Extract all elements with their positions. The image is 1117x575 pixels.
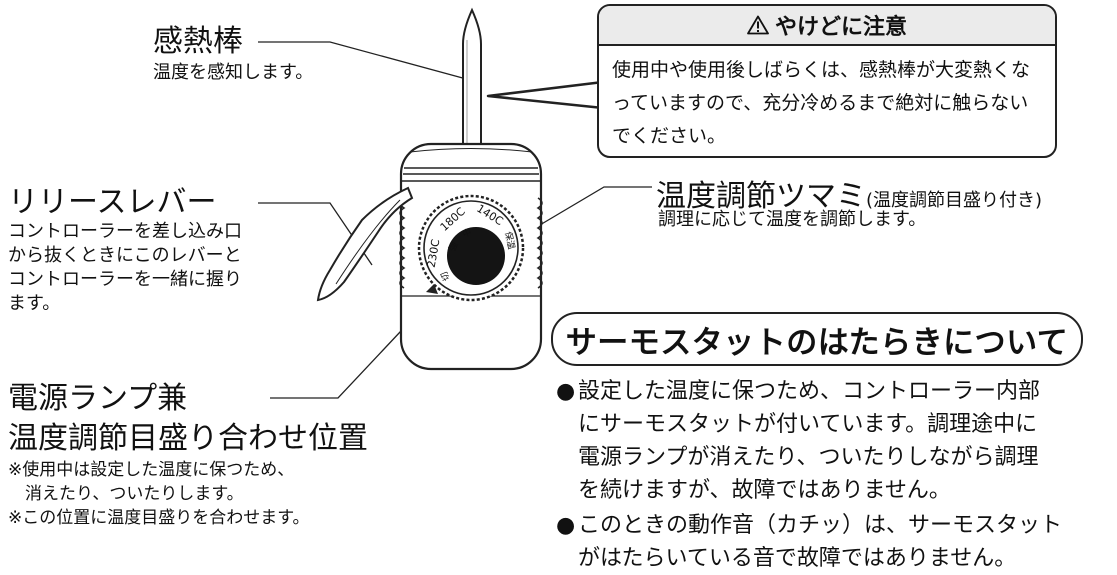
bullet-line: このときの動作音（カチッ）は、サーモスタット [578, 513, 1063, 538]
temp-knob-heading: 温度調節ツマミ(温度調節目盛り付き) [656, 171, 1042, 215]
leader-line-sensor [258, 41, 471, 81]
temp-knob-subtitle: (温度調節目盛り付き) [866, 190, 1043, 211]
power-lamp-note: ※使用中は設定した温度に保つため、 [8, 460, 295, 480]
release-lever [316, 186, 414, 302]
release-lever-desc-line: から抜くときにこのレバーと [8, 245, 242, 266]
warning-tail [486, 80, 604, 110]
power-lamp-indicator [426, 284, 438, 294]
power-lamp-title: 電源ランプ兼 [8, 381, 188, 416]
temp-knob-title: 温度調節ツマミ [656, 179, 866, 214]
warning-header: やけどに注意 [599, 6, 1055, 46]
controller-diagram: 140C 180C 230C 保温 中 強 切 [258, 7, 652, 399]
temp-knob-desc: 調理に応じて温度を調節します。 [658, 209, 927, 230]
release-lever-desc-line: コントローラーを差し込み口 [8, 221, 242, 242]
power-lamp-notes: ※使用中は設定した温度に保つため、 消えたり、ついたりします。 ※この位置に温度… [8, 458, 310, 530]
release-lever-desc-line: コントローラーを一緒に握り [8, 269, 242, 290]
warning-triangle-icon [747, 15, 769, 35]
power-lamp-note: 消えたり、ついたりします。 [8, 484, 244, 504]
dial-label-keep-warm: 保温 [502, 230, 517, 250]
power-lamp-note: ※この位置に温度目盛りを合わせます。 [8, 508, 310, 528]
bullet-mark: ● [556, 513, 576, 538]
bullet-mark: ● [556, 379, 576, 404]
bullet-line: 設定した温度に保つため、コントローラー内部 [578, 379, 1041, 404]
bullet-line: 電源ランプが消えたり、ついたりしながら調理 [578, 445, 1039, 470]
release-lever-desc-line: ます。 [8, 293, 61, 314]
warning-title: やけどに注意 [774, 15, 907, 40]
leader-line-temp-knob [517, 186, 652, 239]
thermostat-bullet-1: ●設定した温度に保つため、コントローラー内部 にサーモスタットが付いています。調… [556, 375, 1040, 507]
bullet-line: がはたらいている音で故障ではありません。 [578, 546, 1017, 571]
sensor-title: 感熱棒 [153, 24, 243, 59]
bullet-line: にサーモスタットが付いています。調理途中に [578, 412, 1038, 437]
release-lever-desc: コントローラーを差し込み口 から抜くときにこのレバーと コントローラーを一緒に握… [8, 220, 242, 316]
sensor-desc: 温度を感知します。 [153, 62, 314, 83]
dial-knob [447, 227, 505, 285]
burn-warning-callout: やけどに注意 使用中や使用後しばらくは、感熱棒が大変熱くなっていますので、充分冷… [597, 4, 1057, 158]
warning-body: 使用中や使用後しばらくは、感熱棒が大変熱くなっていますので、充分冷めるまで絶対に… [612, 59, 1031, 147]
bullet-line: を続けますが、故障ではありません。 [578, 478, 951, 503]
thermostat-bullet-2: ●このときの動作音（カチッ）は、サーモスタット がはたらいている音で故障ではあり… [556, 509, 1062, 575]
sensor-rod [462, 7, 482, 149]
temperature-dial: 140C 180C 230C 保温 中 強 切 [417, 194, 525, 302]
dial-label-medium: 中 [461, 226, 474, 240]
power-lamp-title-2: 温度調節目盛り合わせ位置 [8, 421, 368, 456]
thermostat-heading: サーモスタットのはたらきについて [551, 312, 1083, 366]
dial-label-230: 230C [425, 238, 443, 269]
release-lever-title: リリースレバー [8, 185, 217, 220]
dial-label-off: 切 [439, 270, 453, 283]
